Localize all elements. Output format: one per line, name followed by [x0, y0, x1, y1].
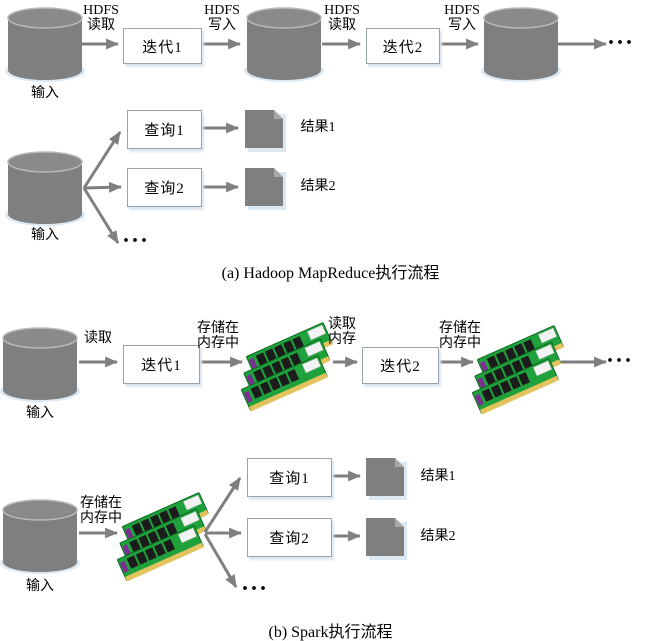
edge-label-line: 读取: [328, 317, 356, 332]
process-box-query2-b: 查询2: [247, 518, 332, 557]
edge-label-line: HDFS: [83, 3, 119, 18]
edge-label-read-memory: 读取 内存: [312, 317, 372, 347]
caption-hadoop-mapreduce: (a) Hadoop MapReduce执行流程: [221, 265, 440, 282]
edge-label-line: 存储在: [80, 496, 122, 511]
flow-arrow: [203, 477, 242, 533]
result-document: [366, 518, 407, 560]
process-box-query1-b: 查询1: [247, 458, 332, 497]
edge-label-line: 写入: [208, 18, 236, 33]
result-label: 结果1: [300, 120, 336, 135]
process-box-iteration1-b: 迭代1: [123, 345, 200, 384]
edge-label-hdfs-read: HDFS 读取: [71, 3, 131, 33]
ellipsis: ...: [608, 24, 635, 50]
flow-arrows: [79, 38, 608, 588]
edge-label-store-in-memory: 存储在 内存中: [430, 321, 490, 351]
result-document: [366, 458, 407, 500]
edge-label-line: HDFS: [324, 3, 360, 18]
ellipsis: ...: [607, 342, 634, 368]
edge-label-hdfs-read: HDFS 读取: [312, 3, 372, 33]
process-box-query2-a: 查询2: [127, 168, 202, 207]
result-label: 结果2: [300, 179, 336, 194]
edge-label-line: 内存中: [80, 511, 122, 526]
result-label: 结果2: [420, 529, 456, 544]
edge-label-line: HDFS: [204, 3, 240, 18]
process-box-iteration2-a: 迭代2: [366, 28, 440, 64]
edge-label-line: 写入: [448, 18, 476, 33]
input-label: 输入: [26, 406, 54, 421]
edge-label-line: 内存中: [197, 336, 239, 351]
flow-arrow: [82, 131, 122, 189]
result-label: 结果1: [420, 469, 456, 484]
input-label: 输入: [26, 579, 54, 594]
edge-label-hdfs-write: HDFS 写入: [432, 3, 492, 33]
edge-label-store-in-memory: 存储在 内存中: [71, 496, 131, 526]
database-cylinder: [4, 151, 86, 227]
input-label: 输入: [31, 86, 59, 101]
ellipsis: ...: [123, 222, 150, 248]
database-cylinder: [480, 7, 562, 83]
caption-spark: (b) Spark执行流程: [268, 624, 393, 641]
flow-arrow: [82, 187, 120, 244]
edge-label-hdfs-write: HDFS 写入: [192, 3, 252, 33]
flow-arrow: [83, 181, 123, 193]
edge-label-line: 存储在: [197, 321, 239, 336]
database-cylinder: [0, 499, 81, 575]
process-box-query1-a: 查询1: [127, 110, 202, 149]
flow-arrow: [203, 533, 238, 588]
process-box-iteration2-b: 迭代2: [362, 347, 439, 384]
input-label: 输入: [31, 228, 59, 243]
edge-label-store-in-memory: 存储在 内存中: [188, 321, 248, 351]
edge-label-read: 读取: [84, 331, 112, 346]
edge-label-line: 读取: [87, 18, 115, 33]
edge-label-line: 存储在: [439, 321, 481, 336]
edge-label-line: 内存: [328, 332, 356, 347]
edge-label-line: HDFS: [444, 3, 480, 18]
edge-label-line: 读取: [328, 18, 356, 33]
ellipsis: ...: [242, 570, 269, 596]
edge-label-line: 内存中: [439, 336, 481, 351]
result-document: [245, 168, 286, 210]
result-document: [245, 110, 286, 152]
process-box-iteration1-a: 迭代1: [123, 28, 202, 64]
